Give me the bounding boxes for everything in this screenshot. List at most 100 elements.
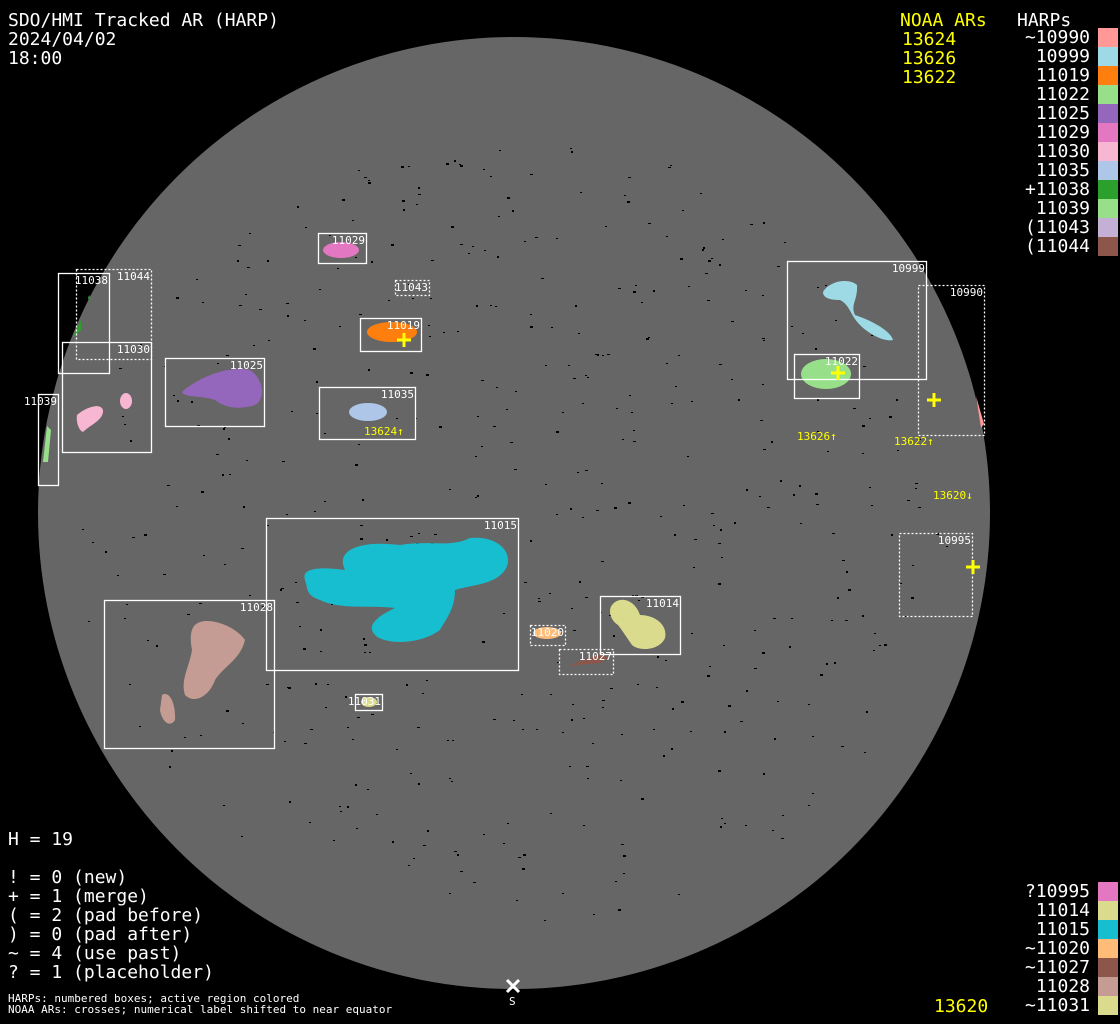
- harp-legend-heading: HARPs: [1017, 10, 1071, 31]
- harp-legend-row: ?10995: [1025, 881, 1118, 902]
- harp-box-outline: [898, 532, 974, 618]
- harp-legend-label: ?10995: [1025, 881, 1090, 902]
- harp-box-11014: 11014: [599, 595, 682, 656]
- noaa-label: 13624↑: [364, 425, 404, 438]
- harp-legend-top: ~109901099911019110221102511029110301103…: [1025, 27, 1118, 257]
- noaa-label: 13626↑: [797, 430, 837, 443]
- harp-color-swatch: [1098, 977, 1118, 996]
- harp-legend-row: (11044: [1025, 236, 1118, 257]
- harp-box-11039: 11039: [24, 393, 60, 487]
- harp-box-outline: [354, 693, 384, 712]
- harp-color-swatch: [1098, 85, 1118, 104]
- harp-legend-label: +11038: [1025, 179, 1090, 200]
- harp-color-swatch: [1098, 123, 1118, 142]
- region-11030b: [120, 393, 132, 409]
- harp-box-10995: 10995: [898, 532, 974, 618]
- harp-box-10990: 10990: [917, 284, 986, 437]
- harp-legend-label: 11039: [1036, 198, 1090, 219]
- harp-legend-row: 11039: [1036, 198, 1118, 219]
- harp-box-outline: [57, 272, 111, 375]
- region-10999: [823, 280, 893, 341]
- status-flag-line: ? = 1 (placeholder): [8, 962, 214, 983]
- status-flag-line: ! = 0 (new): [8, 867, 127, 888]
- region-11035: [349, 403, 387, 421]
- noaa-label: 13622↑: [894, 435, 934, 448]
- harp-color-swatch: [1098, 28, 1118, 47]
- harp-color-swatch: [1098, 161, 1118, 180]
- harp-box-11015: 11015: [265, 517, 520, 672]
- harp-legend-row: 11015: [1036, 919, 1118, 940]
- region-11031: [361, 697, 377, 707]
- harp-box-11035: 11035: [318, 386, 417, 441]
- harp-legend-label: 11014: [1036, 900, 1090, 921]
- harp-legend-row: 11014: [1036, 900, 1118, 921]
- title: SDO/HMI Tracked AR (HARP): [8, 10, 279, 31]
- harp-legend-row: (11043: [1025, 217, 1118, 238]
- harp-legend-row: ~10990: [1025, 27, 1118, 48]
- harp-legend-row: 10999: [1036, 46, 1118, 67]
- harp-color-swatch: [1098, 882, 1118, 901]
- harp-box-outline: [793, 353, 861, 400]
- region-11020: [533, 627, 561, 639]
- region-11039: [43, 426, 51, 462]
- region-11028: [160, 620, 245, 724]
- solar-disk: [38, 37, 990, 989]
- harp-legend-label: 11028: [1036, 976, 1090, 997]
- harp-box-label: 11043: [395, 281, 428, 294]
- region-11029: [323, 242, 359, 258]
- harp-legend-row: 11022: [1036, 84, 1118, 105]
- harp-legend-label: (11044: [1025, 236, 1090, 257]
- noaa-labels: 13624↑13626↑13622↑13620↓: [364, 425, 973, 502]
- region-11030: [76, 406, 104, 432]
- harp-legend-label: 11030: [1036, 141, 1090, 162]
- harp-legend-label: ~10990: [1025, 27, 1090, 48]
- harp-box-label: 11022: [825, 355, 858, 368]
- region-11014: [610, 599, 666, 650]
- harp-color-swatch: [1098, 939, 1118, 958]
- harp-box-label: 11044: [117, 270, 150, 283]
- harp-legend-label: 11022: [1036, 84, 1090, 105]
- harp-box-label: 11031: [348, 695, 381, 708]
- harp-box-label: 11019: [387, 319, 420, 332]
- harp-box-11043: 11043: [394, 279, 431, 297]
- harp-box-outline: [61, 341, 153, 454]
- harp-legend-label: ~11020: [1025, 938, 1090, 959]
- harp-legend-label: 11025: [1036, 103, 1090, 124]
- harp-legend-label: 11019: [1036, 65, 1090, 86]
- harp-box-label: 11014: [646, 597, 679, 610]
- harp-count: H = 19: [8, 829, 73, 850]
- harp-box-label: 11028: [240, 601, 273, 614]
- harp-legend-row: 11019: [1036, 65, 1118, 86]
- harp-legend-row: 11028: [1036, 976, 1118, 997]
- harp-box-11022: 11022: [793, 353, 861, 400]
- region-11025: [182, 369, 262, 408]
- footer-line-2: NOAA ARs: crosses; numerical label shift…: [8, 1003, 392, 1016]
- harp-box-label: 11027: [579, 650, 612, 663]
- harp-legend-row: ~11027: [1025, 957, 1118, 978]
- harp-box-10999: 10999: [786, 260, 928, 381]
- harp-legend-row: 11029: [1036, 122, 1118, 143]
- harp-legend-label: 11029: [1036, 122, 1090, 143]
- noaa-legend-item: 13624: [902, 29, 956, 50]
- harp-box-outline: [317, 232, 368, 265]
- harp-legend-label: ~11031: [1025, 995, 1090, 1016]
- harp-box-outline: [394, 279, 431, 297]
- region-11015: [304, 537, 509, 642]
- harp-box-11031: 11031: [348, 693, 384, 712]
- harp-box-11044: 11044: [75, 268, 153, 361]
- harp-color-swatch: [1098, 104, 1118, 123]
- harp-color-swatch: [1098, 996, 1118, 1015]
- harp-box-outline: [37, 393, 60, 487]
- harp-box-11038: 11038: [57, 272, 111, 375]
- status-flag-counts: ! = 0 (new)+ = 1 (merge)( = 2 (pad befor…: [8, 867, 214, 983]
- harp-color-swatch: [1098, 237, 1118, 256]
- harp-box-outline: [558, 648, 615, 676]
- noaa-legend-heading: NOAA ARs: [900, 10, 987, 31]
- harp-box-label: 10990: [950, 286, 983, 299]
- south-pole-x-icon: [505, 978, 521, 994]
- harp-box-outline: [359, 317, 423, 353]
- harp-box-outline: [786, 260, 928, 381]
- harp-legend-row: 11035: [1036, 160, 1118, 181]
